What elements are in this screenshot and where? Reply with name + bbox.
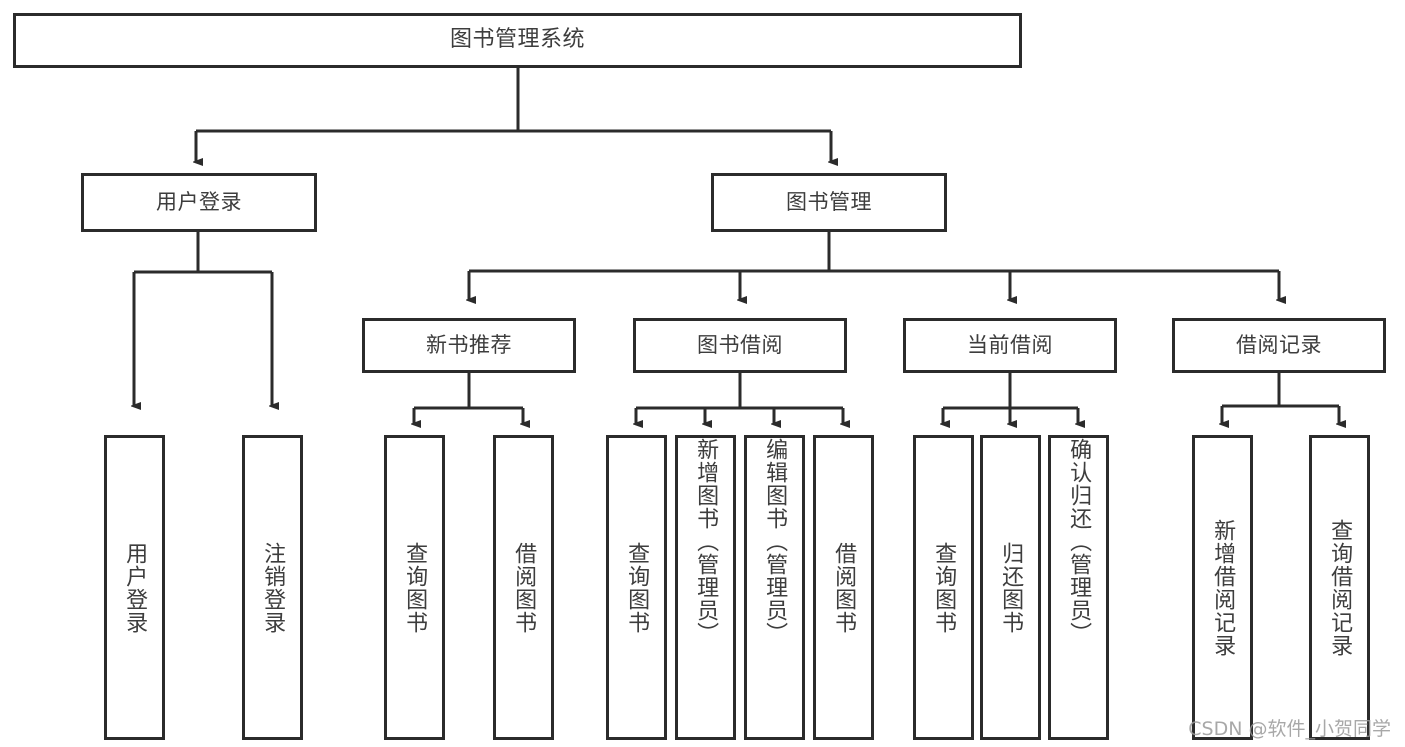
node-label: 编辑图书（管理员）: [762, 438, 788, 645]
node-label: 借阅图书: [511, 541, 537, 634]
node-label: 图书管理系统: [449, 27, 585, 53]
node-label: 归还图书: [998, 541, 1024, 634]
leaf-logout[interactable]: 注销登录: [242, 435, 303, 740]
node-root-system[interactable]: 图书管理系统: [13, 13, 1022, 68]
leaf-currentborrow-query-book[interactable]: 查询图书: [913, 435, 974, 740]
node-label: 查询图书: [624, 541, 650, 634]
node-label: 新增图书（管理员）: [693, 438, 719, 645]
node-label: 新书推荐: [426, 332, 512, 357]
node-label: 用户登录: [122, 541, 148, 634]
node-new-book-recommend[interactable]: 新书推荐: [362, 318, 576, 373]
leaf-user-login[interactable]: 用户登录: [104, 435, 165, 740]
node-label: 查询图书: [931, 541, 957, 634]
node-book-borrow[interactable]: 图书借阅: [633, 318, 847, 373]
leaf-bookborrow-borrow-book[interactable]: 借阅图书: [813, 435, 874, 740]
leaf-bookborrow-query-book[interactable]: 查询图书: [606, 435, 667, 740]
node-label: 查询借阅记录: [1327, 518, 1353, 657]
node-book-manage[interactable]: 图书管理: [711, 173, 947, 232]
node-user-login[interactable]: 用户登录: [81, 173, 317, 232]
leaf-currentborrow-confirm-return[interactable]: 确认归还（管理员）: [1048, 435, 1109, 740]
watermark-text: CSDN @软件_小贺同学: [1188, 718, 1391, 740]
node-label: 图书借阅: [697, 332, 783, 357]
leaf-bookborrow-edit-book[interactable]: 编辑图书（管理员）: [744, 435, 805, 740]
node-label: 用户登录: [156, 189, 242, 214]
leaf-newbook-borrow-book[interactable]: 借阅图书: [493, 435, 554, 740]
node-borrow-record[interactable]: 借阅记录: [1172, 318, 1386, 373]
node-label: 注销登录: [260, 541, 286, 634]
node-current-borrow[interactable]: 当前借阅: [903, 318, 1117, 373]
node-label: 图书管理: [786, 189, 872, 214]
node-label: 借阅记录: [1236, 332, 1322, 357]
node-label: 确认归还（管理员）: [1066, 438, 1092, 645]
node-label: 借阅图书: [831, 541, 857, 634]
node-label: 查询图书: [402, 541, 428, 634]
leaf-bookborrow-add-book[interactable]: 新增图书（管理员）: [675, 435, 736, 740]
node-label: 新增借阅记录: [1210, 518, 1236, 657]
node-label: 当前借阅: [967, 332, 1053, 357]
leaf-newbook-query-book[interactable]: 查询图书: [384, 435, 445, 740]
leaf-borrowrecord-add-record[interactable]: 新增借阅记录: [1192, 435, 1253, 740]
leaf-borrowrecord-query-record[interactable]: 查询借阅记录: [1309, 435, 1370, 740]
leaf-currentborrow-return-book[interactable]: 归还图书: [980, 435, 1041, 740]
